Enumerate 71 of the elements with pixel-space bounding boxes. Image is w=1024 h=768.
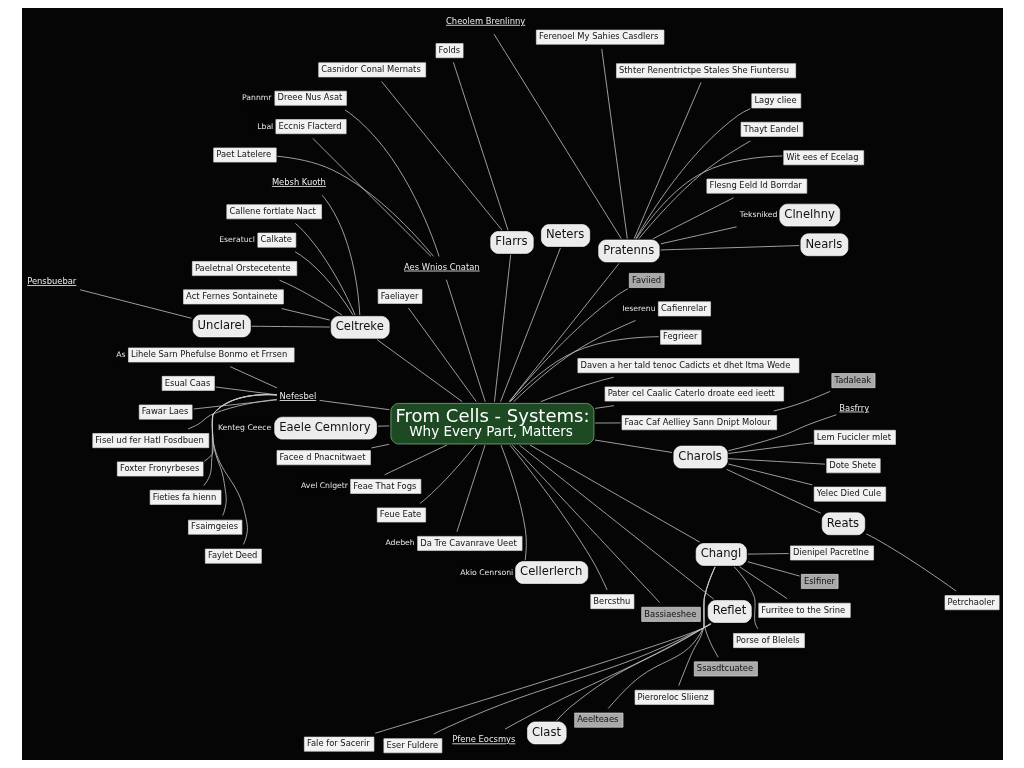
connector xyxy=(445,279,486,403)
connector xyxy=(659,245,799,251)
connector xyxy=(634,108,751,240)
connector xyxy=(344,109,439,257)
connector xyxy=(509,444,607,591)
node-text: Pfene Eocsmys xyxy=(451,734,515,745)
connector xyxy=(539,376,614,403)
connector xyxy=(276,155,434,257)
connector xyxy=(202,394,277,486)
connector xyxy=(499,247,561,403)
connector xyxy=(376,339,463,403)
connector xyxy=(493,254,511,403)
connector xyxy=(278,279,342,316)
connector xyxy=(600,48,628,239)
connector xyxy=(192,399,277,410)
connector xyxy=(250,325,330,328)
connector xyxy=(511,444,660,603)
node-text: Basfrry xyxy=(838,402,869,413)
connector xyxy=(509,336,659,403)
connector xyxy=(229,366,277,389)
connector xyxy=(432,623,711,735)
connector xyxy=(529,444,700,543)
connector xyxy=(746,561,800,577)
connector xyxy=(727,463,813,486)
connector xyxy=(677,566,715,687)
connector xyxy=(725,469,821,514)
connector xyxy=(321,194,360,316)
connector xyxy=(294,223,355,316)
connector xyxy=(594,422,621,424)
connector xyxy=(738,566,788,600)
connector xyxy=(187,398,277,430)
connector xyxy=(746,553,789,555)
connector xyxy=(727,442,813,454)
node-text: Cheolem Brenlinny xyxy=(445,15,525,26)
connector xyxy=(211,394,277,545)
connector xyxy=(518,444,714,600)
connector xyxy=(419,444,476,504)
connector xyxy=(659,226,737,245)
connector xyxy=(727,458,825,465)
connector xyxy=(294,251,353,316)
connector xyxy=(638,140,751,239)
node-text: Aes Wnios Cnatan xyxy=(403,261,480,272)
connector xyxy=(377,425,390,427)
connector xyxy=(311,137,431,257)
connector xyxy=(727,414,837,452)
connector xyxy=(508,263,619,403)
connector xyxy=(493,33,622,240)
connector xyxy=(452,61,508,231)
connector xyxy=(635,155,783,239)
connector xyxy=(733,566,758,630)
connector xyxy=(512,320,636,403)
node-text: Mebsh Kuoth xyxy=(271,176,326,187)
connector xyxy=(773,391,831,412)
node-text: Nefesbel xyxy=(279,391,316,402)
connector xyxy=(383,444,447,476)
connector xyxy=(594,405,614,409)
connector xyxy=(652,197,734,239)
connector xyxy=(318,400,390,411)
connector xyxy=(380,81,502,231)
connector xyxy=(79,289,192,319)
connector xyxy=(702,566,719,658)
connector xyxy=(633,82,701,239)
connector xyxy=(865,533,957,592)
connector xyxy=(594,439,672,453)
node-text: Pensbuebar xyxy=(26,276,76,287)
connector xyxy=(500,444,527,561)
connector xyxy=(280,308,330,321)
connector xyxy=(407,307,477,402)
connector xyxy=(555,623,711,721)
connector xyxy=(370,443,389,449)
connector xyxy=(456,444,485,533)
